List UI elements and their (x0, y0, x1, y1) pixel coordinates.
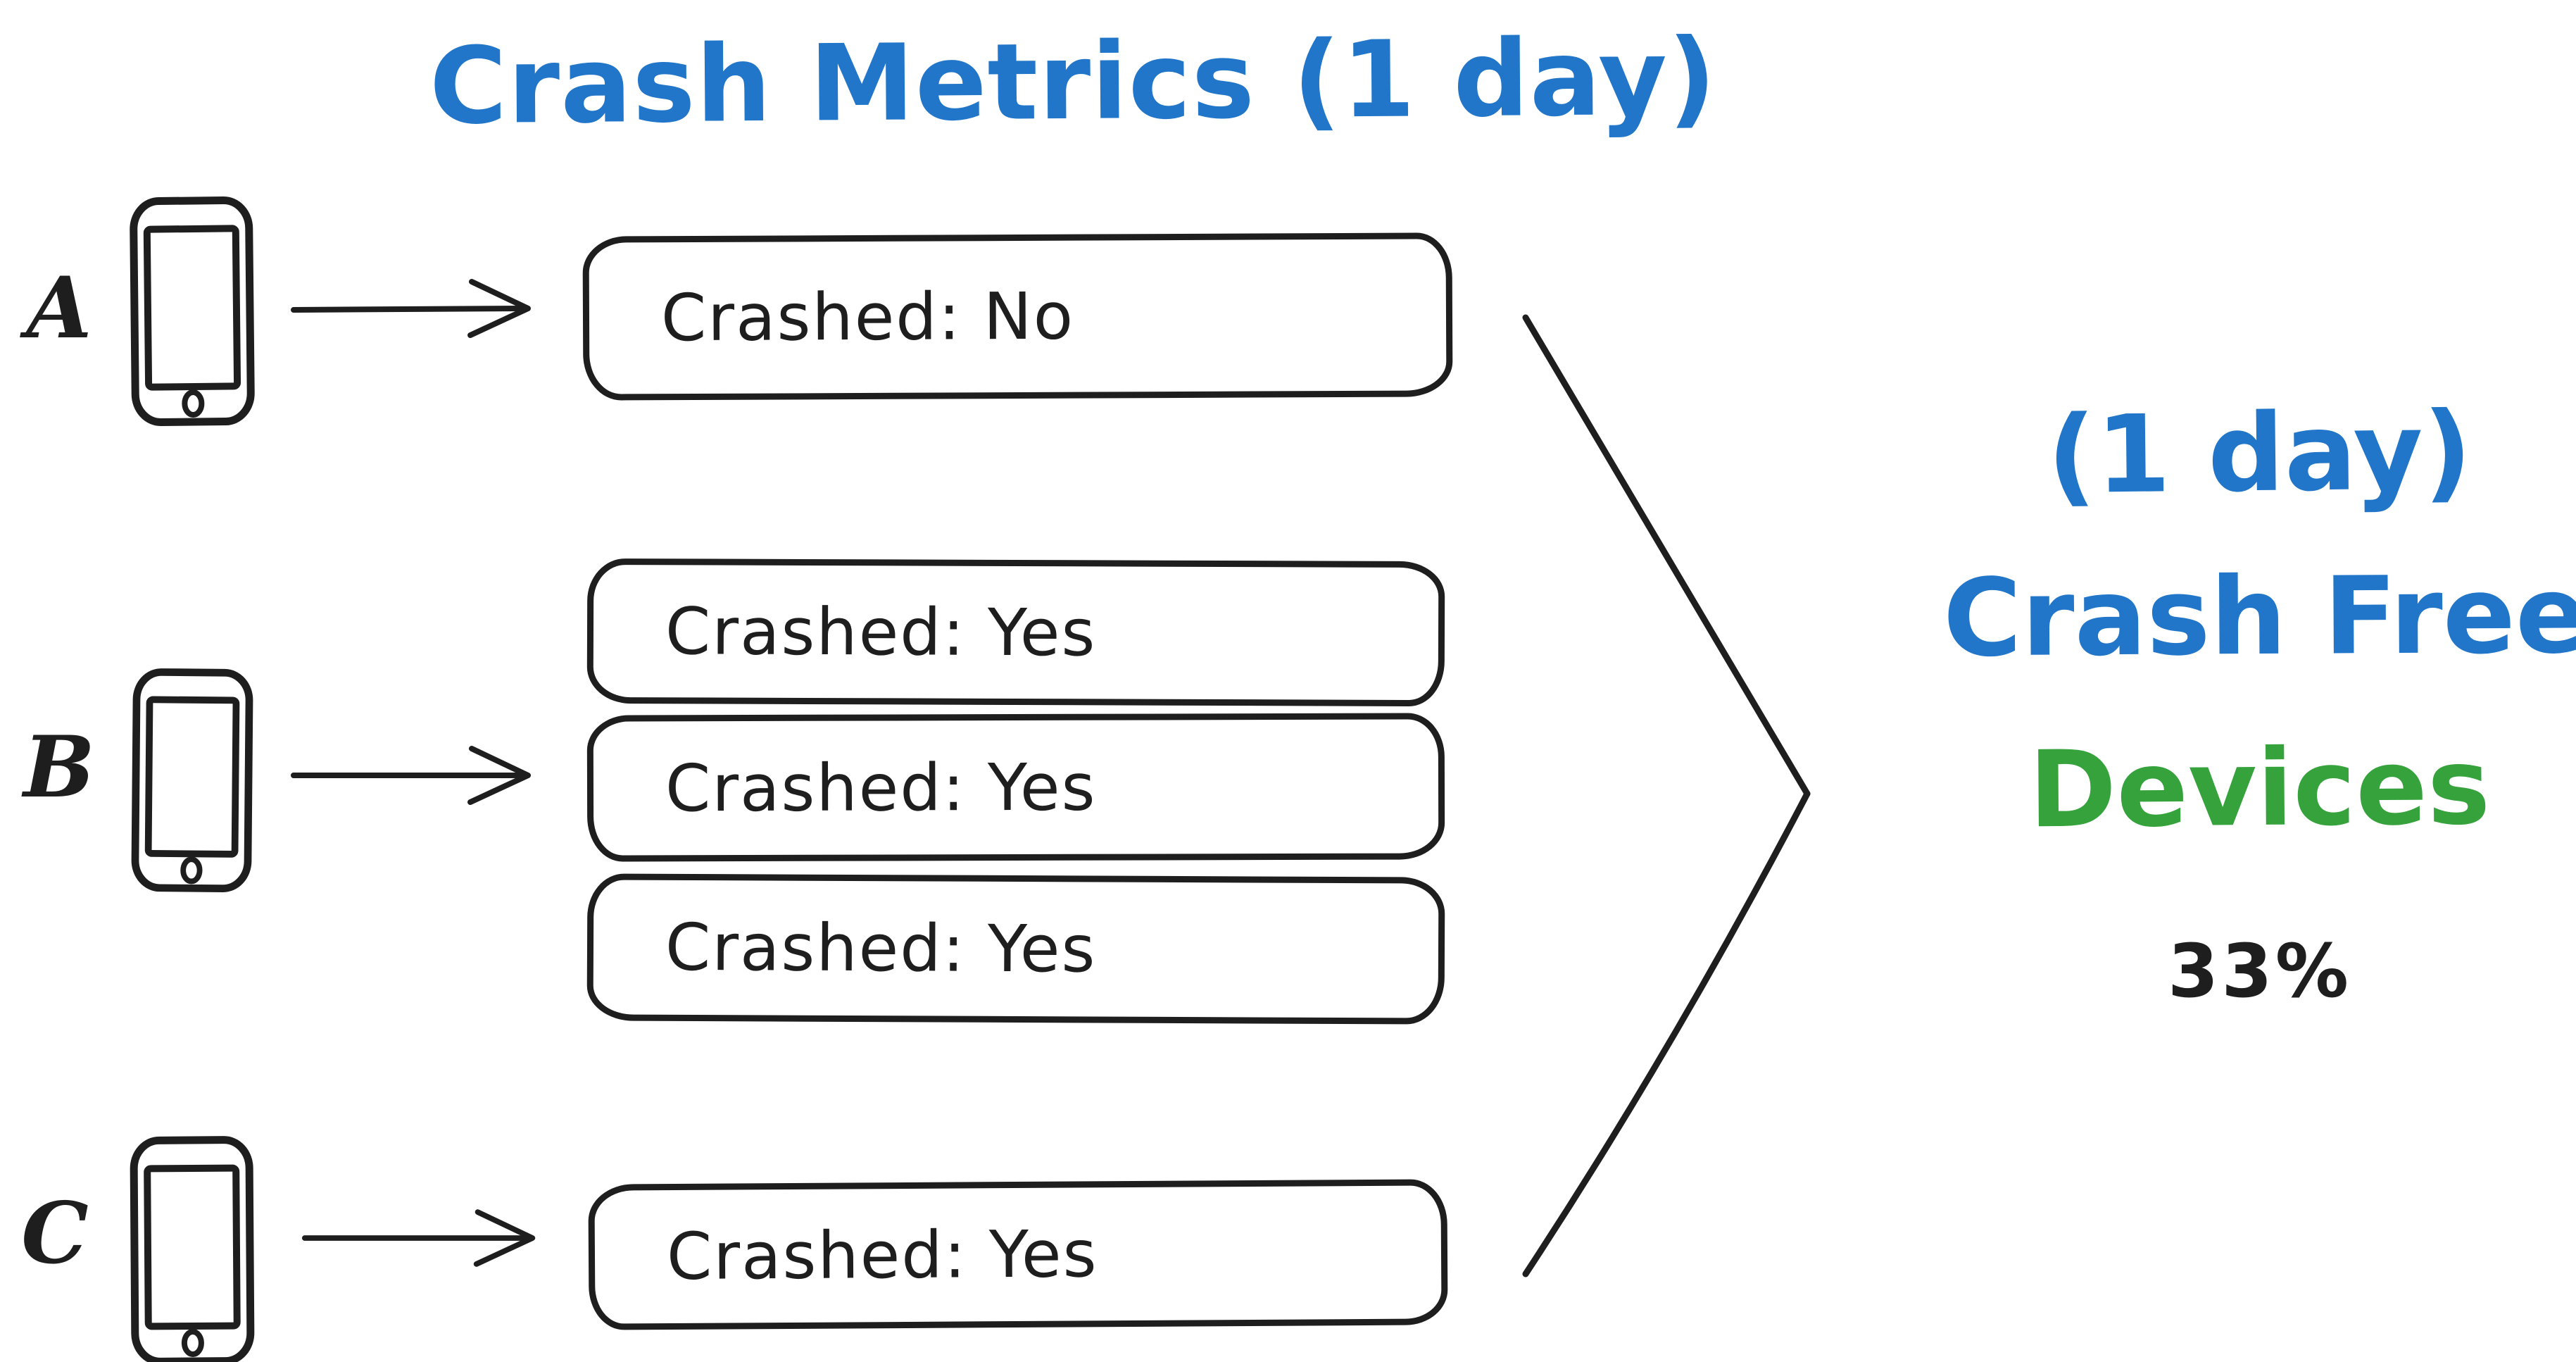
phone-icon-c (130, 1136, 255, 1362)
device-label-b: B (23, 718, 95, 817)
session-box-b3: Crashed: Yes (586, 873, 1445, 1025)
session-box-a1: Crashed: No (582, 232, 1453, 401)
arrow-right-icon-a (291, 279, 531, 338)
session-box-c1: Crashed: Yes (588, 1179, 1448, 1330)
device-label-a: A (26, 258, 92, 358)
result-period: (1 day) (2046, 388, 2473, 518)
session-box-b2: Crashed: Yes (586, 713, 1445, 862)
session-text: Crashed: No (660, 278, 1075, 356)
phone-icon-a (130, 196, 255, 426)
chevron-right-icon (1522, 314, 1811, 1277)
device-label-c: C (21, 1184, 89, 1283)
session-box-b1: Crashed: Yes (586, 558, 1445, 707)
result-value: 33% (2168, 928, 2351, 1014)
arrow-right-icon-b (291, 746, 531, 805)
diagram-title: Crash Metrics (1 day) (429, 16, 1718, 149)
session-text: Crashed: Yes (665, 593, 1097, 670)
phone-icon-b (131, 668, 253, 892)
result-unit: Devices (2028, 725, 2491, 852)
result-metric: Crash Free (1942, 552, 2576, 681)
session-text: Crashed: Yes (665, 909, 1097, 987)
session-text: Crashed: Yes (665, 749, 1097, 826)
arrow-right-icon-c (301, 1209, 536, 1267)
session-text: Crashed: Yes (666, 1216, 1098, 1295)
